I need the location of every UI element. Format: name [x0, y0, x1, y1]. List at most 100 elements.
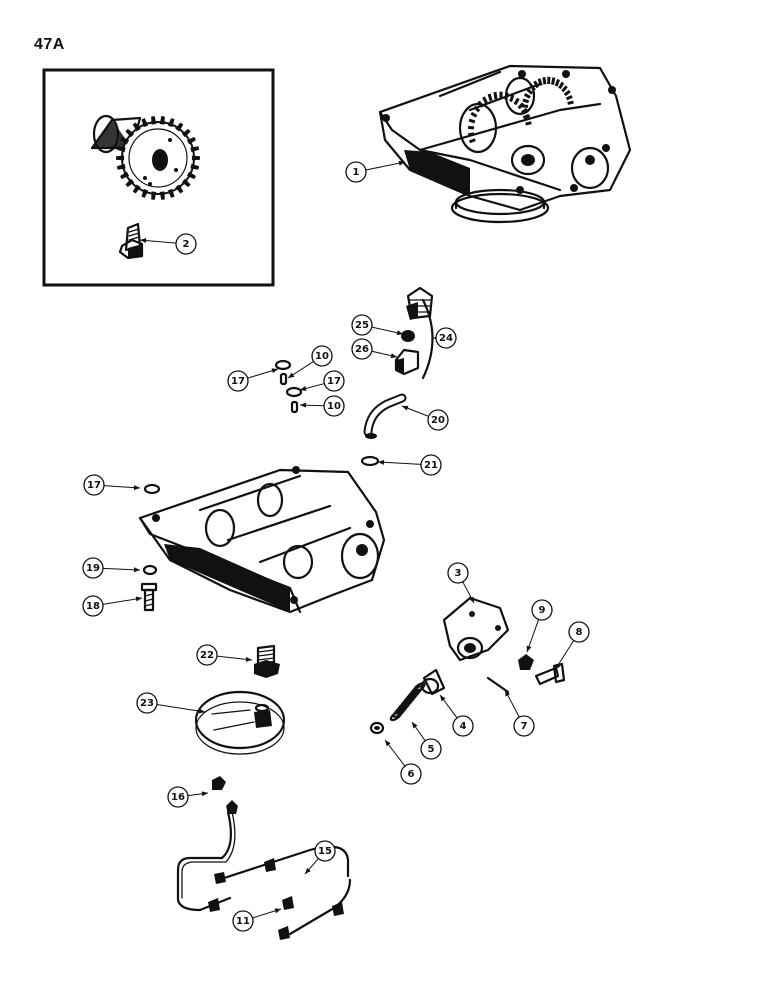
callout-number: 8: [576, 627, 583, 638]
leader-arrowhead: [133, 485, 140, 491]
callout-number: 20: [431, 415, 445, 426]
page-number: 47A: [34, 36, 65, 53]
oil-tube-and-oring: [360, 393, 407, 467]
callout-c2: 2: [139, 233, 197, 255]
relief-valve-fitting-group: [394, 286, 434, 380]
callout-c3: 3: [447, 562, 475, 604]
leader-line: [103, 485, 141, 489]
leader-arrowhead: [140, 238, 147, 244]
leader-arrowhead: [398, 160, 405, 166]
relief-valve-cover: [442, 596, 510, 662]
pump-gear-teeth: [467, 76, 574, 144]
callout-circle: [345, 161, 367, 183]
nut-and-bolt: [518, 654, 566, 686]
callout-c8: 8: [554, 621, 590, 671]
leader-arrowhead: [440, 695, 446, 702]
cotter-pin: [486, 676, 510, 694]
callout-number: 22: [200, 650, 214, 661]
callout-c26: 26: [351, 338, 398, 360]
leader-line: [365, 161, 406, 171]
callout-circle: [323, 370, 345, 392]
leader-arrowhead: [412, 722, 418, 729]
callout-circle: [167, 786, 189, 808]
callout-number: 26: [355, 344, 369, 355]
gear-teeth: [116, 116, 200, 200]
callout-c17c: 17: [83, 474, 141, 496]
callout-circle: [311, 345, 333, 367]
callout-circle: [427, 409, 449, 431]
callout-circle: [232, 910, 254, 932]
leader-line: [156, 704, 206, 713]
callout-c20: 20: [401, 405, 449, 431]
oil-line-assembly: [176, 776, 352, 940]
callout-c17a: 17: [227, 368, 279, 392]
callout-circle: [420, 454, 442, 476]
callout-number: 6: [408, 769, 415, 780]
callout-circle: [452, 715, 474, 737]
callout-number: 24: [439, 333, 453, 344]
callout-circle: [196, 644, 218, 666]
callout-circle: [314, 840, 336, 862]
leader-arrowhead: [274, 908, 281, 914]
callout-number: 11: [236, 916, 250, 927]
callout-number: 16: [171, 792, 185, 803]
callout-number: 7: [521, 721, 528, 732]
callout-circle: [531, 599, 553, 621]
callout-circle: [447, 562, 469, 584]
callout-number: 3: [455, 568, 462, 579]
leader-arrowhead: [378, 459, 385, 465]
callout-number: 17: [231, 376, 245, 387]
callout-number: 15: [318, 846, 332, 857]
oil-pump-assembly: [378, 64, 632, 224]
leader-arrowhead: [201, 791, 208, 797]
callout-c24: 24: [433, 327, 457, 349]
callout-c10a: 10: [287, 345, 333, 379]
leader-arrowhead: [390, 353, 397, 359]
relief-valve-plunger-spring: [369, 668, 446, 735]
callout-c19: 19: [82, 557, 141, 579]
leader-line: [139, 239, 177, 244]
leader-arrowhead: [385, 740, 391, 747]
callout-number: 25: [355, 320, 369, 331]
callout-c25: 25: [351, 314, 404, 336]
leader-line: [377, 461, 422, 465]
callout-c18: 18: [82, 595, 143, 617]
callout-circle: [136, 692, 158, 714]
callout-c1: 1: [345, 160, 406, 183]
leader-arrowhead: [288, 372, 295, 378]
callout-c11: 11: [232, 908, 282, 932]
callout-number: 9: [539, 605, 546, 616]
callout-c9: 9: [526, 599, 553, 653]
callout-circle: [351, 338, 373, 360]
callout-number: 19: [86, 563, 100, 574]
callout-circle: [82, 557, 104, 579]
callout-circle: [351, 314, 373, 336]
leader-arrowhead: [300, 386, 307, 391]
leader-arrowhead: [526, 645, 532, 652]
callout-number: 18: [86, 601, 100, 612]
callout-number: 10: [327, 401, 341, 412]
callout-number: 10: [315, 351, 329, 362]
callout-number: 23: [140, 698, 154, 709]
callout-number: 17: [87, 480, 101, 491]
leader-arrowhead: [396, 330, 403, 336]
pump-drive-gear: [90, 114, 200, 200]
callout-c16: 16: [167, 786, 209, 808]
callout-number: 2: [183, 239, 190, 250]
callout-number: 1: [353, 167, 360, 178]
callout-circle: [400, 763, 422, 785]
leader-arrowhead: [555, 663, 561, 670]
callout-number: 5: [428, 744, 435, 755]
leader-arrowhead: [300, 402, 307, 408]
callout-number: 4: [460, 721, 467, 732]
leader-arrowhead: [468, 596, 474, 603]
leader-arrowhead: [402, 405, 409, 411]
leader-arrowhead: [305, 867, 311, 874]
spring-coils: [389, 682, 426, 722]
callout-c15: 15: [304, 840, 336, 875]
callout-circle: [83, 474, 105, 496]
leader-line: [102, 597, 143, 605]
